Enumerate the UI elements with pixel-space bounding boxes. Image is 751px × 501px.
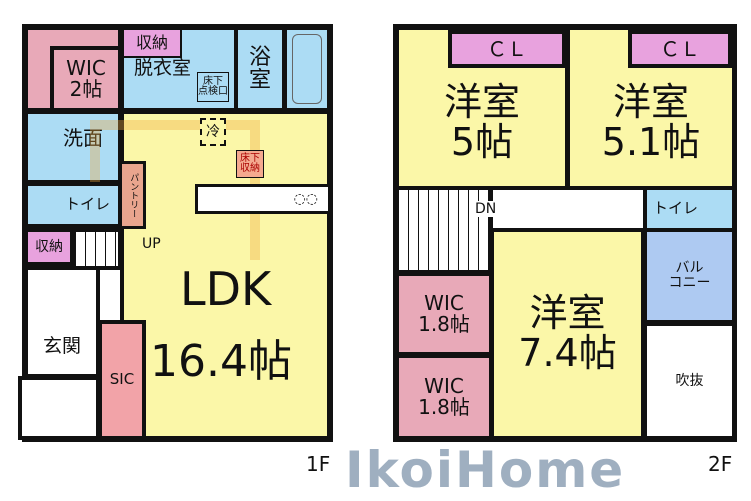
wic-2f-1: WIC 1.8帖 bbox=[395, 272, 493, 356]
fridge-space: 冷 bbox=[200, 118, 226, 146]
shoe-closet: SIC bbox=[98, 320, 146, 440]
room-name: 洋室 bbox=[612, 80, 689, 125]
pantry: パントリー bbox=[119, 161, 146, 229]
entrance: 玄関 bbox=[24, 266, 100, 378]
void: 吹抜 bbox=[643, 322, 736, 440]
entrance-floor[interactable] bbox=[18, 376, 100, 440]
bathtub-icon bbox=[292, 34, 322, 104]
room-name: 洋室 bbox=[443, 80, 520, 125]
room-name: 洋室 bbox=[529, 291, 606, 336]
ldk-room bbox=[120, 110, 331, 440]
toilet-1f: トイレ bbox=[24, 182, 122, 228]
stairs-2f[interactable] bbox=[395, 186, 493, 274]
bathtub-area bbox=[283, 26, 331, 112]
ldk-size: 16.4帖 bbox=[150, 336, 292, 387]
stairs-up-label: UP bbox=[142, 236, 161, 252]
ldk-name: LDK bbox=[180, 262, 272, 316]
wic-2f-2: WIC 1.8帖 bbox=[395, 354, 493, 440]
closet-1: ＣＬ bbox=[448, 30, 566, 68]
storage-top: 収納 bbox=[122, 28, 182, 58]
room-size: 7.4帖 bbox=[518, 331, 617, 375]
stairs-1f[interactable] bbox=[72, 228, 122, 270]
room-size: 5.1帖 bbox=[601, 120, 701, 164]
closet-2: ＣＬ bbox=[628, 30, 732, 68]
room-size: 5帖 bbox=[450, 120, 514, 164]
watermark-logo: IkoiHome bbox=[345, 441, 626, 499]
floor-label-2f: 2F bbox=[708, 452, 733, 476]
balcony[interactable]: バル コニー bbox=[643, 228, 736, 324]
wic-room: WIC 2帖 bbox=[50, 46, 122, 112]
floor-label-1f: 1F bbox=[306, 452, 331, 476]
toilet-2f: トイレ bbox=[643, 186, 736, 232]
bath-room: 浴 室 bbox=[234, 26, 286, 112]
stove-icon: ◌◌ bbox=[293, 190, 318, 207]
underfloor-inspection: 床下 点検口 bbox=[197, 72, 229, 102]
kitchen-counter: ◌◌ bbox=[195, 184, 331, 214]
stairs-down-label: DN bbox=[475, 201, 497, 217]
underfloor-storage: 床下 収納 bbox=[236, 150, 264, 178]
storage-small: 収納 bbox=[24, 228, 74, 266]
